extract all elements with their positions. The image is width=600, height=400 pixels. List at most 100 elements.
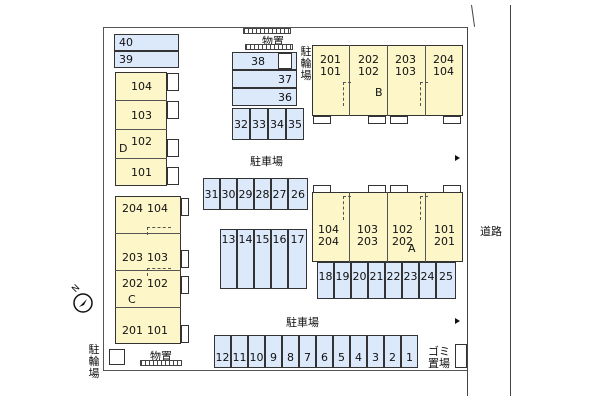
parking-space-25: 25 xyxy=(436,262,456,299)
unit-lower: 101 xyxy=(147,324,168,337)
parking-space-2: 2 xyxy=(384,335,401,368)
unit-divider xyxy=(115,233,181,234)
unit-lower: 203 xyxy=(357,235,378,248)
road-edge-line xyxy=(467,27,468,396)
garbage-box xyxy=(455,344,467,368)
ac-unit xyxy=(181,198,189,216)
parking-space-29: 29 xyxy=(237,178,254,210)
storage-rack xyxy=(243,28,291,34)
unit: 102 xyxy=(131,135,152,148)
parking-space-16: 16 xyxy=(271,229,288,289)
parking-space-28: 28 xyxy=(254,178,271,210)
parking-space-34: 34 xyxy=(268,108,286,140)
unit-upper: 202 xyxy=(122,277,143,290)
unit-divider xyxy=(115,158,167,159)
parking-space-30: 30 xyxy=(220,178,237,210)
parking-label: 駐車場 xyxy=(250,155,283,168)
parking-space-39: 39 xyxy=(114,51,179,68)
parking-space-5: 5 xyxy=(333,335,350,368)
ac-unit xyxy=(167,139,179,157)
unit-divider xyxy=(349,45,350,116)
unit-lower: 201 xyxy=(434,235,455,248)
ac-unit xyxy=(167,73,179,91)
unit-divider xyxy=(115,270,181,271)
parking-label: 駐車場 xyxy=(286,316,319,329)
unit-lower: 104 xyxy=(147,202,168,215)
building-c-label: C xyxy=(128,293,136,306)
parking-space-15: 15 xyxy=(254,229,271,289)
unit-lower: 102 xyxy=(358,65,379,78)
unit-upper: 201 xyxy=(122,324,143,337)
parking-space-9: 9 xyxy=(265,335,282,368)
unit-divider xyxy=(387,192,388,262)
direction-arrow-icon xyxy=(455,155,460,161)
ac-unit xyxy=(443,116,461,124)
parking-space-3: 3 xyxy=(367,335,384,368)
parking-space-26: 26 xyxy=(288,178,308,210)
parking-space-18: 18 xyxy=(317,262,334,299)
unit-lower: 103 xyxy=(147,251,168,264)
ac-unit xyxy=(181,325,189,343)
unit-upper: 202 xyxy=(358,53,379,66)
parking-space-21: 21 xyxy=(368,262,385,299)
unit-lower: 104 xyxy=(433,65,454,78)
road-edge-line xyxy=(471,4,476,27)
ac-unit xyxy=(368,116,386,124)
building-b-label: B xyxy=(375,86,383,99)
parking-space-27: 27 xyxy=(271,178,288,210)
north-compass-icon xyxy=(72,292,94,314)
stairs xyxy=(420,82,428,106)
unit-divider xyxy=(115,129,167,130)
unit-lower: 202 xyxy=(392,235,413,248)
building-a-label: A xyxy=(408,242,416,255)
stairs xyxy=(343,196,351,220)
parking-space-1: 1 xyxy=(401,335,418,368)
ac-unit xyxy=(181,276,189,294)
unit-lower: 204 xyxy=(318,235,339,248)
storage-label: 物置 xyxy=(150,350,172,363)
parking-space-20: 20 xyxy=(351,262,368,299)
parking-space-37: 37 xyxy=(232,70,297,88)
stairs xyxy=(147,227,171,235)
parking-space-11: 11 xyxy=(231,335,248,368)
ac-unit xyxy=(167,101,179,119)
ac-unit xyxy=(181,250,189,268)
unit-upper: 201 xyxy=(320,53,341,66)
bike-shed-box xyxy=(278,53,292,69)
parking-space-22: 22 xyxy=(385,262,402,299)
unit-upper: 204 xyxy=(122,202,143,215)
road-edge-line xyxy=(510,5,511,396)
unit-upper: 203 xyxy=(395,53,416,66)
unit-divider xyxy=(349,192,350,262)
unit: 103 xyxy=(131,109,152,122)
storage-rack xyxy=(140,360,182,366)
unit: 101 xyxy=(131,166,152,179)
storage-rack xyxy=(245,44,293,50)
stairs xyxy=(420,196,428,220)
parking-space-36: 36 xyxy=(232,88,297,106)
unit-upper: 102 xyxy=(392,223,413,236)
direction-arrow-icon xyxy=(455,318,460,324)
ac-unit xyxy=(390,116,408,124)
parking-space-19: 19 xyxy=(334,262,351,299)
unit-divider xyxy=(425,45,426,116)
parking-space-10: 10 xyxy=(248,335,265,368)
parking-space-35: 35 xyxy=(286,108,304,140)
parking-space-8: 8 xyxy=(282,335,299,368)
parking-space-31: 31 xyxy=(203,178,220,210)
road-label: 道路 xyxy=(480,225,502,238)
unit-upper: 104 xyxy=(318,223,339,236)
bike-shed-box xyxy=(109,349,125,365)
unit-upper: 101 xyxy=(434,223,455,236)
parking-space-12: 12 xyxy=(214,335,231,368)
ac-unit xyxy=(313,116,331,124)
building-d-label: D xyxy=(119,142,128,155)
parking-space-4: 4 xyxy=(350,335,367,368)
bike-parking-label: 駐輪場 xyxy=(300,45,312,82)
unit: 104 xyxy=(131,80,152,93)
unit-divider xyxy=(115,307,181,308)
parking-space-7: 7 xyxy=(299,335,316,368)
garbage-label: ゴミ置場 xyxy=(428,345,450,370)
parking-space-32: 32 xyxy=(232,108,250,140)
unit-upper: 204 xyxy=(433,53,454,66)
